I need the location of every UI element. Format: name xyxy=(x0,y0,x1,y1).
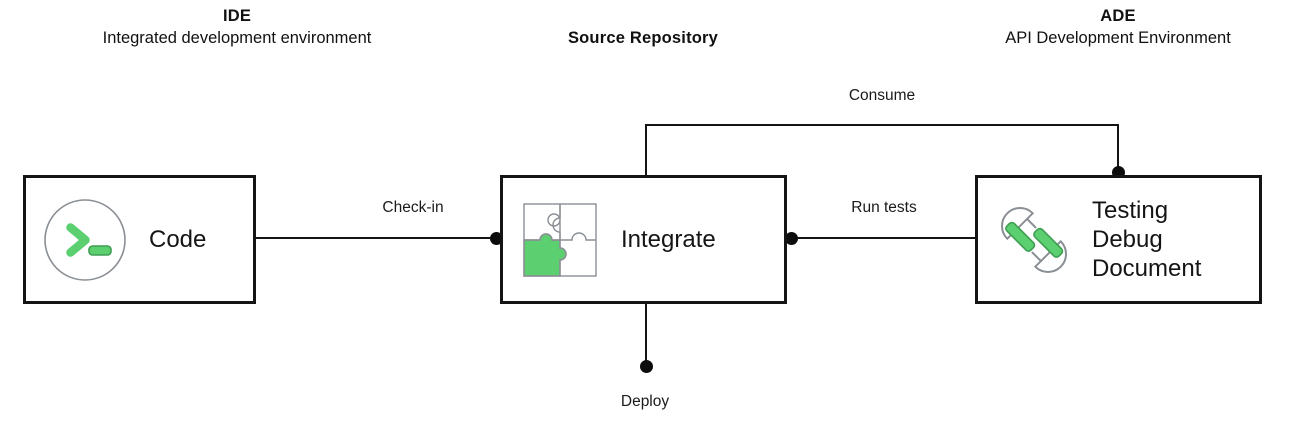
column-title-source-repository: Source Repository xyxy=(567,29,719,47)
edge-line-check-in xyxy=(256,237,500,239)
node-label-code: Code xyxy=(149,225,207,253)
edge-endpoint-dot-run-tests xyxy=(784,231,798,245)
edge-line-consume-top xyxy=(645,124,1119,126)
edge-label-run-tests: Run tests xyxy=(851,199,917,216)
plug-socket-icon xyxy=(988,194,1080,286)
edge-line-consume-left-drop xyxy=(645,124,647,177)
node-code[interactable]: Code xyxy=(23,175,256,304)
edge-endpoint-dot-deploy xyxy=(639,359,653,373)
puzzle-piece-icon xyxy=(517,200,603,280)
column-subtitle-ide: Integrated development environment xyxy=(102,28,372,47)
edge-endpoint-dot-check-in xyxy=(489,231,503,245)
edge-line-consume-right-riser xyxy=(1117,124,1119,174)
edge-line-deploy xyxy=(645,302,647,366)
node-label-integrate: Integrate xyxy=(621,225,716,253)
column-title-ade: ADE xyxy=(1100,7,1136,25)
edge-label-check-in: Check-in xyxy=(382,199,444,216)
column-subtitle-ade: API Development Environment xyxy=(1005,28,1231,47)
node-ade[interactable]: Testing Debug Document xyxy=(975,175,1262,304)
column-header-ade: ADE API Development Environment xyxy=(968,6,1268,50)
edge-line-run-tests xyxy=(790,237,976,239)
edge-label-deploy: Deploy xyxy=(620,393,670,410)
column-title-ide: IDE xyxy=(222,7,252,25)
node-label-ade: Testing Debug Document xyxy=(1092,196,1202,283)
column-header-source-repository: Source Repository xyxy=(500,28,786,50)
terminal-prompt-icon xyxy=(39,196,131,284)
edge-label-consume: Consume xyxy=(848,87,916,104)
node-integrate[interactable]: Integrate xyxy=(500,175,787,304)
column-header-ide: IDE Integrated development environment xyxy=(47,6,427,50)
